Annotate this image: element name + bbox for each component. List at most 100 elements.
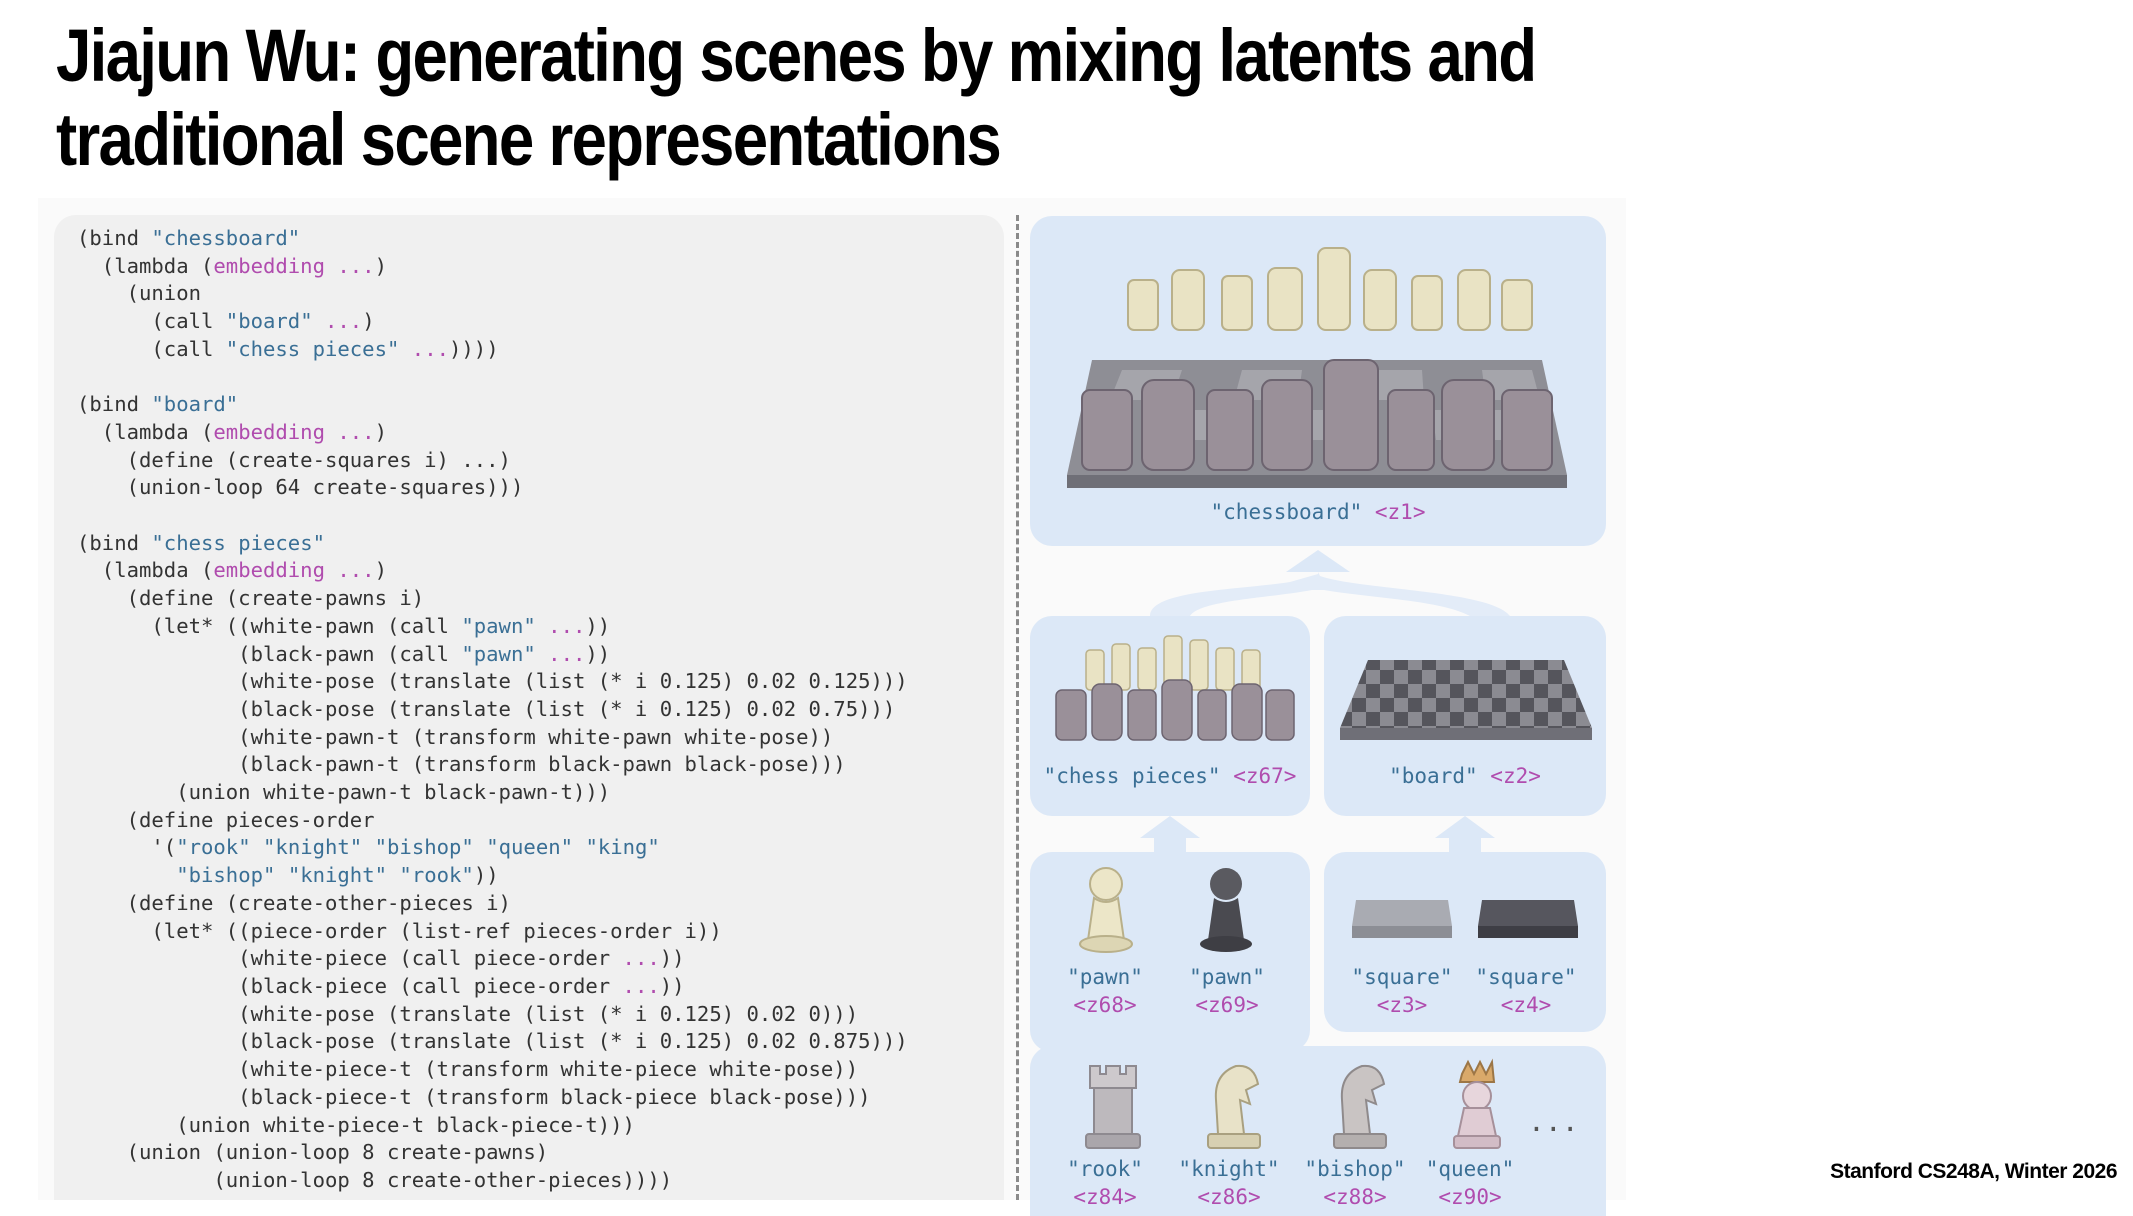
code-line: (call "board" ...)	[77, 308, 908, 336]
code-string: "knight"	[287, 863, 388, 888]
code-panel	[54, 215, 1004, 1200]
board-arrow	[1435, 816, 1495, 852]
dark-square-label: "square"<z4>	[1475, 965, 1577, 1017]
code-text: ))	[659, 946, 685, 971]
code-text: ))))	[449, 336, 499, 361]
code-line: (lambda (embedding ...)	[77, 253, 908, 281]
code-string: "board"	[225, 309, 313, 334]
black-pawn-render	[1200, 868, 1252, 952]
code-line: (bind "board"	[77, 391, 908, 419]
code-text: (white-pose (translate (list (* i 0.125)…	[77, 669, 908, 694]
code-line: (black-pose (translate (list (* i 0.125)…	[77, 696, 908, 724]
code-string: "queen"	[486, 835, 574, 860]
code-text: (define (create-pawns i)	[77, 586, 425, 611]
code-line: (union-loop 8 create-other-pieces))))	[77, 1167, 908, 1195]
code-embedding: embedding ...	[213, 419, 375, 444]
code-string: "king"	[585, 835, 660, 860]
code-line: (union white-piece-t black-piece-t)))	[77, 1112, 908, 1140]
code-line: (call "chess pieces" ...))))	[77, 336, 908, 364]
code-text: (white-piece (call piece-order	[77, 946, 623, 971]
code-text: (black-piece (call piece-order	[77, 973, 623, 998]
code-text: ))	[659, 973, 685, 998]
bishop-render	[1333, 1064, 1387, 1149]
rook-label: "rook"<z84>	[1067, 1157, 1143, 1209]
code-text: (lambda (	[77, 419, 214, 444]
queen-render	[1453, 1058, 1501, 1149]
code-text: )	[362, 309, 375, 334]
code-string: "rook"	[176, 835, 251, 860]
code-text: (union white-piece-t black-piece-t)))	[77, 1112, 635, 1137]
code-text: '(	[77, 835, 177, 860]
code-text: (call	[77, 309, 226, 334]
pawns-box	[1030, 852, 1310, 1052]
code-string: "pawn"	[461, 641, 536, 666]
merge-arrow	[1150, 553, 1510, 616]
code-line: (union-loop 64 create-squares)))	[77, 474, 908, 502]
course-footer: Stanford CS248A, Winter 2026	[1830, 1160, 2117, 1183]
more-pieces-ellipsis: ...	[1528, 1105, 1579, 1138]
code-text: (black-pose (translate (list (* i 0.125)…	[77, 1029, 908, 1054]
code-line: (define (create-squares i) ...)	[77, 447, 908, 475]
code-embedding: ...	[548, 613, 586, 638]
code-text: )	[374, 419, 387, 444]
code-text: (union-loop 64 create-squares)))	[77, 475, 524, 500]
code-embedding: embedding ...	[213, 558, 375, 583]
code-line: '("rook" "knight" "bishop" "queen" "king…	[77, 834, 908, 862]
code-string: "chessboard"	[151, 226, 301, 250]
code-embedding: ...	[548, 641, 586, 666]
code-string: "rook"	[399, 863, 474, 888]
code-text: (bind	[77, 530, 152, 555]
bishop-label: "bishop"<z88>	[1304, 1157, 1406, 1209]
code-text: (black-pose (translate (list (* i 0.125)…	[77, 696, 896, 721]
black-pawn-label: "pawn"<z69>	[1189, 965, 1265, 1017]
code-text: (union white-pawn-t black-pawn-t)))	[77, 780, 611, 805]
program-code: (bind "chessboard" (lambda (embedding ..…	[77, 225, 908, 1195]
chessboard-label: "chessboard" <z1>	[1210, 500, 1426, 524]
code-line: (white-piece-t (transform white-piece wh…	[77, 1056, 908, 1084]
code-text: (union (union-loop 8 create-pawns)	[77, 1140, 549, 1165]
white-pawn-label: "pawn"<z68>	[1067, 965, 1143, 1017]
chess-pieces-render	[1055, 635, 1295, 741]
light-square-label: "square"<z3>	[1351, 965, 1453, 1017]
code-embedding: embedding ...	[213, 253, 375, 278]
code-text: ))	[585, 641, 611, 666]
code-line: (union (union-loop 8 create-pawns)	[77, 1139, 908, 1167]
code-string: "bishop"	[176, 863, 276, 888]
code-line: (define pieces-order	[77, 807, 908, 835]
dashed-divider	[1016, 215, 1019, 1200]
code-line: (white-pose (translate (list (* i 0.125)…	[77, 1001, 908, 1029]
code-line: (let* ((white-pawn (call "pawn" ...))	[77, 613, 908, 641]
code-text: (define pieces-order	[77, 807, 375, 832]
code-embedding: ...	[411, 336, 449, 361]
code-text: (call	[77, 336, 226, 361]
chessboard-render	[1067, 247, 1567, 488]
code-embedding: ...	[622, 973, 660, 998]
code-embedding: ...	[325, 309, 363, 334]
code-line: (black-pose (translate (list (* i 0.125)…	[77, 1028, 908, 1056]
board-label: "board" <z2>	[1389, 764, 1541, 788]
slide-title: Jiajun Wu: generating scenes by mixing l…	[56, 14, 1537, 181]
code-line: "bishop" "knight" "rook"))	[77, 862, 908, 890]
code-line: (lambda (embedding ...)	[77, 557, 908, 585]
code-line: (let* ((piece-order (list-ref pieces-ord…	[77, 918, 908, 946]
code-text: (white-pawn-t (transform white-pawn whit…	[77, 724, 834, 749]
code-text: (black-pawn-t (transform black-pawn blac…	[77, 752, 846, 777]
code-text: (white-piece-t (transform white-piece wh…	[77, 1057, 859, 1082]
code-text: (bind	[77, 226, 152, 250]
code-text: (black-pawn (call	[77, 641, 462, 666]
code-line: (lambda (embedding ...)	[77, 419, 908, 447]
code-text: (define (create-other-pieces i)	[77, 890, 511, 915]
rook-render	[1085, 1065, 1141, 1149]
pieces-arrow	[1140, 816, 1200, 852]
code-line: (black-piece-t (transform black-piece bl…	[77, 1084, 908, 1112]
code-line: (bind "chess pieces"	[77, 530, 908, 558]
squares-box	[1324, 852, 1606, 1032]
code-line: (union	[77, 280, 908, 308]
code-line: (white-piece (call piece-order ...))	[77, 945, 908, 973]
code-text: (union	[77, 281, 201, 306]
code-string: "chess pieces"	[151, 530, 325, 555]
code-text: (let* ((white-pawn (call	[77, 613, 462, 638]
code-line: (white-pawn-t (transform white-pawn whit…	[77, 724, 908, 752]
code-text: (black-piece-t (transform black-piece bl…	[77, 1084, 871, 1109]
code-text: (lambda (	[77, 253, 214, 278]
